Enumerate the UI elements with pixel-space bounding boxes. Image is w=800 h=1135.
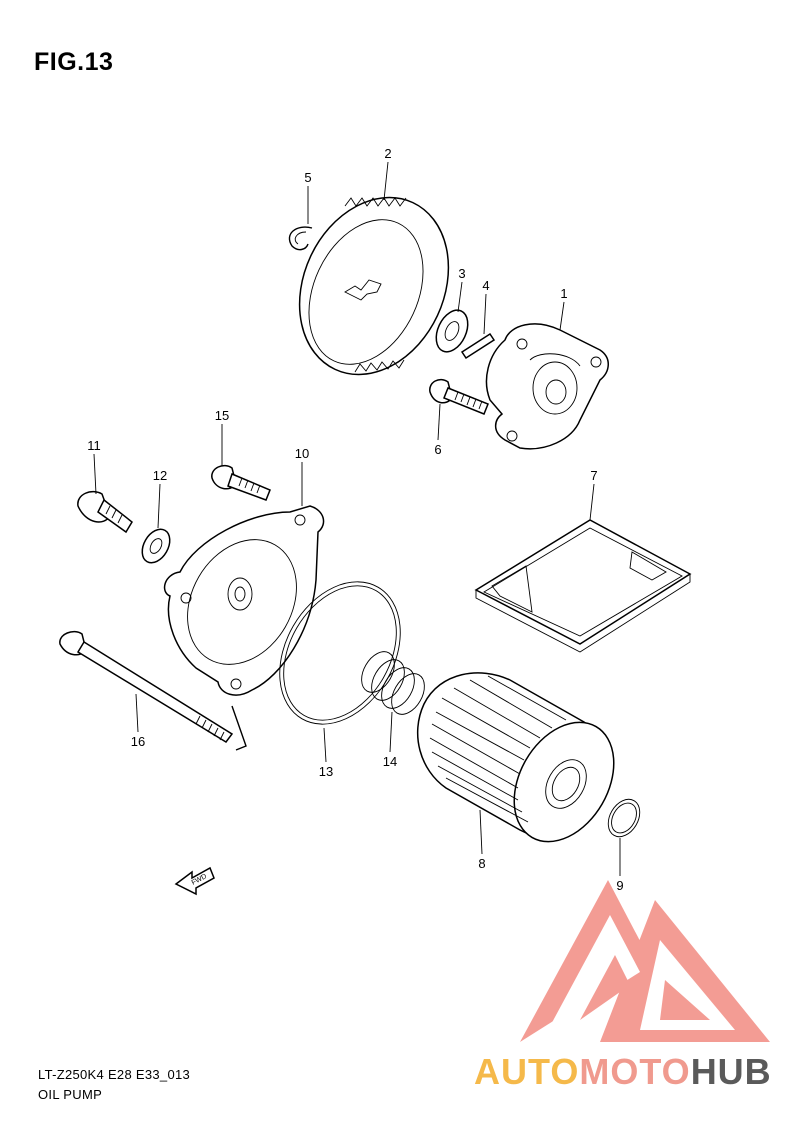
part-7-strainer (474, 519, 692, 653)
callout-4: 4 (482, 278, 489, 293)
fwd-direction-arrow: FWD (174, 866, 215, 896)
part-12-washer (141, 528, 171, 564)
watermark-text: AUTOMOTOHUB (474, 1051, 772, 1093)
callout-6: 6 (434, 442, 441, 457)
part-15-bolt (211, 464, 271, 501)
leader-lines (93, 161, 621, 876)
watermark-part-moto: MOTO (579, 1051, 691, 1092)
callout-8: 8 (478, 856, 485, 871)
watermark-part-auto: AUTO (474, 1051, 580, 1092)
part-2-gear (298, 196, 450, 376)
part-16-long-bolt (59, 630, 247, 751)
callout-7: 7 (590, 468, 597, 483)
part-10-cover (163, 505, 325, 696)
part-11-bolt (77, 490, 133, 534)
part-4-pin (460, 332, 496, 360)
part-1-oil-pump (485, 323, 609, 450)
callout-3: 3 (458, 266, 465, 281)
callout-numbers: 1 2 3 4 5 6 7 8 9 10 11 12 13 14 15 16 (87, 146, 623, 893)
part-3-washer (435, 309, 469, 353)
callout-15: 15 (215, 408, 229, 423)
part-8-oil-filter (416, 672, 615, 843)
part-9-o-ring (607, 798, 641, 838)
callout-12: 12 (153, 468, 167, 483)
watermark-logo (520, 880, 770, 1042)
part-5-circlip (288, 226, 313, 251)
callout-16: 16 (131, 734, 145, 749)
part-6-bolt (429, 378, 489, 415)
callout-14: 14 (383, 754, 397, 769)
callout-5: 5 (304, 170, 311, 185)
callout-2: 2 (384, 146, 391, 161)
callout-11: 11 (87, 438, 101, 453)
callout-10: 10 (295, 446, 309, 461)
callout-13: 13 (319, 764, 333, 779)
section-name-caption: OIL PUMP (38, 1087, 103, 1102)
part-14-spring (361, 651, 425, 715)
watermark-part-hub: HUB (690, 1051, 772, 1092)
model-code-caption: LT-Z250K4 E28 E33_013 (38, 1067, 191, 1082)
callout-1: 1 (560, 286, 567, 301)
callout-9: 9 (616, 878, 623, 893)
figure-title: FIG.13 (34, 48, 114, 76)
